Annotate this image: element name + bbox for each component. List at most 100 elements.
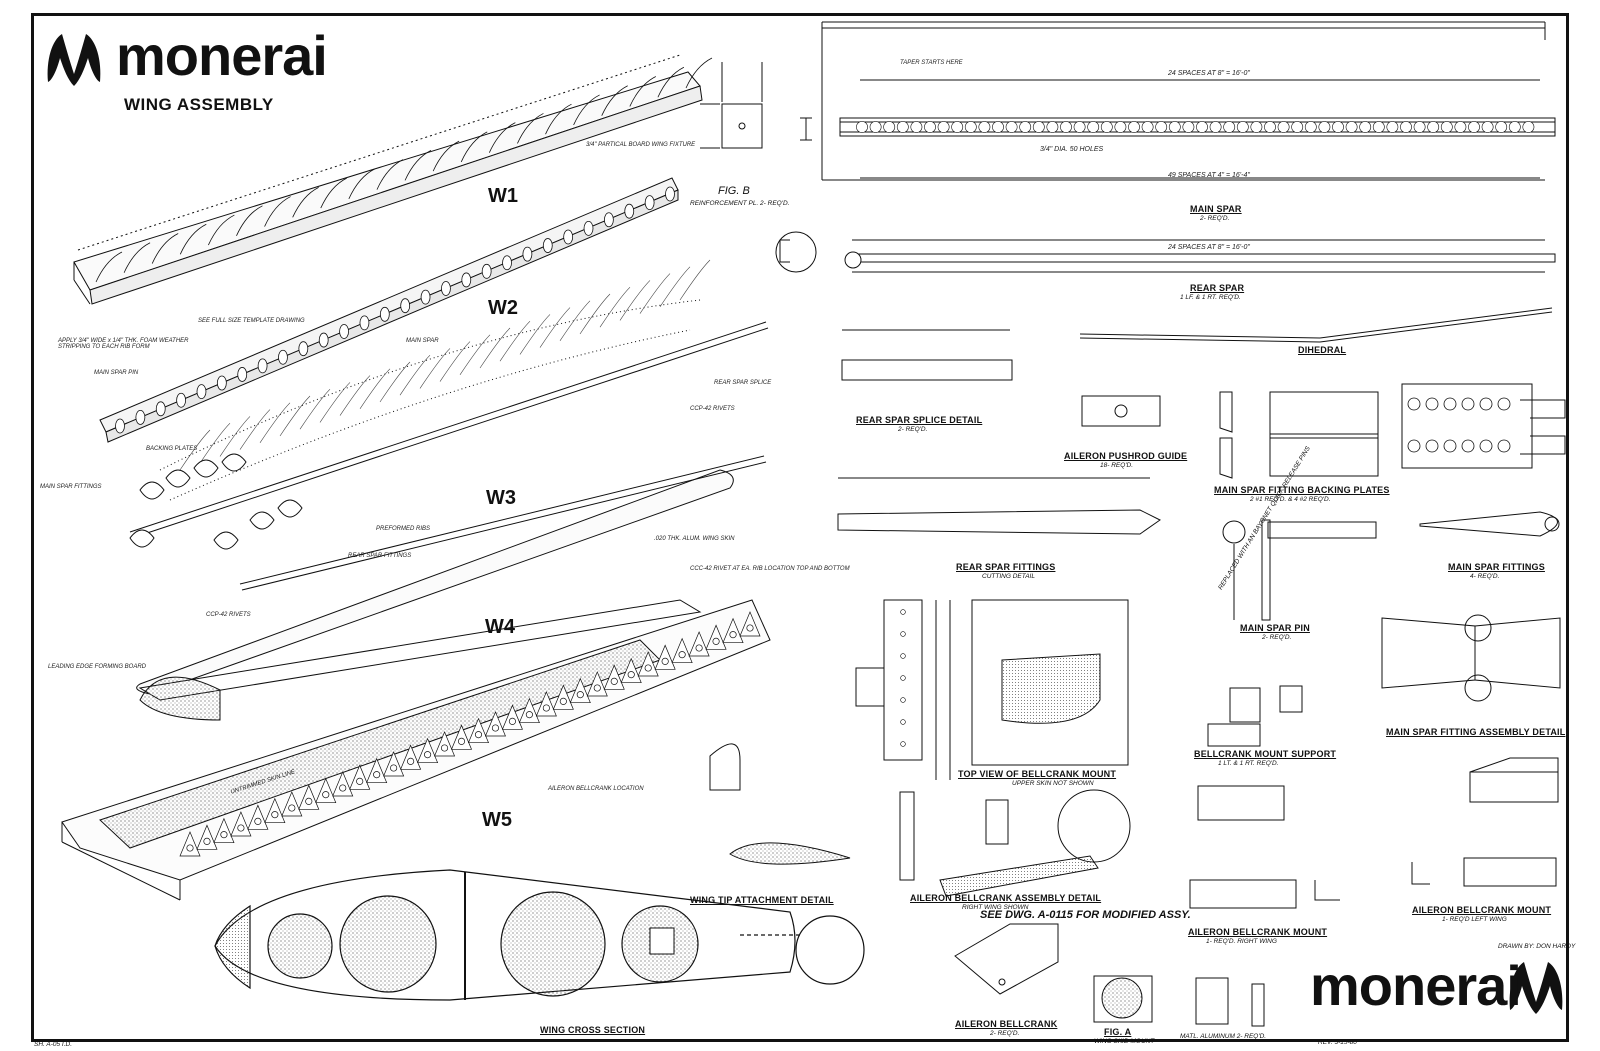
note-weather-stripping: APPLY 3/4" WIDE x 1/4" THK. FOAM WEATHER…	[58, 338, 189, 350]
lightening-hole	[216, 375, 227, 391]
caption-main-spar-fitting-assembly: MAIN SPAR FITTING ASSEMBLY DETAIL	[1386, 727, 1566, 737]
rib-bay-hole	[322, 791, 330, 799]
lightening-hole	[257, 358, 268, 374]
rib-form	[179, 223, 207, 255]
caption-rear-spar-qty: 1 LF. & 1 RT. REQ'D.	[1180, 294, 1241, 301]
spar-hole	[1440, 121, 1453, 133]
rib-bay	[247, 804, 269, 830]
caption-backing-plates-qty: 2 #1 REQ'D. & 4 #2 REQ'D.	[1250, 496, 1331, 503]
rib-bay-hole	[203, 837, 211, 845]
rib-bay-hole	[491, 724, 500, 732]
material-note: MATL. ALUMINUM 2- REQ'D.	[1180, 1033, 1267, 1040]
lightening-hole	[583, 220, 594, 236]
lightening-hole	[359, 315, 370, 331]
sheet-id: SH. A-05 I.D.	[34, 1041, 73, 1048]
backing-plate	[249, 511, 275, 530]
spar-hole	[1291, 121, 1304, 133]
rib-bay-hole	[610, 677, 618, 685]
wing-section-label-w3: W3	[486, 487, 516, 509]
preformed-rib	[499, 320, 531, 362]
aileron-pushrod-guide-drawing	[1081, 395, 1161, 427]
rib-bay-hole	[746, 624, 754, 632]
spar-hole	[924, 121, 936, 133]
spar-hole	[1196, 121, 1208, 133]
preformed-rib	[519, 314, 551, 355]
main-spar-elevation	[821, 21, 1556, 181]
note-main-spar-fittings: MAIN SPAR FITTINGS	[40, 484, 102, 490]
rib-bay-hole	[339, 784, 347, 792]
fitting-hole	[1443, 439, 1457, 453]
caption-fig-b: FIG. B	[718, 185, 750, 197]
main-spar-pin-drawing	[1222, 519, 1377, 621]
rib-bay	[230, 811, 252, 837]
lightening-hole	[644, 195, 655, 210]
rib-bay	[298, 784, 320, 810]
rib-bay	[467, 717, 490, 744]
spar-hole	[1046, 121, 1059, 133]
spar-hole	[869, 121, 882, 133]
backing-plate	[165, 469, 191, 488]
fitting-hole	[1497, 397, 1511, 411]
rib-bay-hole	[678, 651, 686, 659]
caption-rear-spar: REAR SPAR	[1190, 283, 1245, 293]
rear-spar-splice-drawing	[841, 329, 1013, 381]
caption-wing-tip-attachment: WING TIP ATTACHMENT DETAIL	[690, 895, 834, 905]
lightening-hole	[135, 410, 146, 425]
rib-bay	[501, 704, 523, 730]
caption-main-spar-qty: 2- REQ'D.	[1200, 215, 1230, 222]
caption-main-spar-pin-qty: 2- REQ'D.	[1262, 634, 1292, 641]
fitting-hole	[1461, 439, 1475, 453]
spar-hole	[1100, 121, 1113, 133]
rib-bay-hole	[559, 697, 567, 705]
rib-form	[460, 131, 488, 163]
rib-bay	[400, 744, 422, 770]
caption-backing-plates: MAIN SPAR FITTING BACKING PLATES	[1214, 485, 1390, 495]
note-ccp42-rivets-upper: CCP-42 RIVETS	[690, 406, 735, 412]
preformed-rib	[279, 395, 311, 437]
lightening-hole	[237, 367, 248, 382]
spar-hole	[1032, 121, 1045, 133]
rivet	[900, 653, 906, 659]
lightening-hole	[461, 272, 472, 288]
note-main-spar: MAIN SPAR	[406, 338, 439, 344]
rib-bay	[179, 831, 201, 857]
note-bellcrank-location: AILERON BELLCRANK LOCATION	[548, 786, 644, 792]
caption-aileron-bellcrank-qty: 2- REQ'D.	[990, 1030, 1020, 1037]
w3-spar-fittings	[129, 453, 303, 550]
aileron-bellcrank-mount-drawing	[1189, 757, 1559, 909]
caption-rear-spar-splice-qty: 2- REQ'D.	[898, 426, 928, 433]
lightening-hole	[318, 332, 329, 348]
aileron-bellcrank-plate-drawing	[954, 923, 1059, 995]
note-rear-spar-fittings: REAR SPAR FITTINGS	[348, 553, 412, 559]
rib-bay	[518, 697, 540, 724]
caption-aileron-bellcrank-mount-right: AILERON BELLCRANK MOUNT	[1188, 927, 1328, 937]
main-spar-fitting-drawing	[1401, 383, 1566, 537]
wing-tip-attachment-drawing	[709, 743, 851, 865]
preformed-rib	[659, 266, 691, 307]
rib-form	[629, 76, 656, 107]
spar-hole	[1468, 121, 1480, 133]
rear-spar-fittings-drawing	[837, 477, 1161, 535]
rib-bay-hole	[186, 844, 194, 852]
rib-bay	[722, 617, 744, 644]
rib-bay-hole	[695, 644, 703, 652]
top-view-bellcrank-drawing	[855, 599, 1129, 780]
w3-preformed-ribs	[179, 259, 711, 471]
leading-edge-skin	[136, 455, 767, 695]
spar-hole	[1019, 121, 1032, 133]
spar-hole	[992, 121, 1004, 133]
spar-hole	[1141, 121, 1154, 133]
fitting-hole	[1425, 439, 1439, 453]
rear-spar-elevation	[775, 231, 1556, 273]
preformed-rib	[299, 388, 331, 430]
preformed-rib	[179, 429, 211, 471]
note-wing-skin: .020 THK. ALUM. WING SKIN	[654, 536, 735, 542]
caption-bellcrank-mount-support: BELLCRANK MOUNT SUPPORT	[1194, 749, 1337, 759]
rib-form	[601, 85, 628, 116]
spar-hole	[856, 121, 868, 133]
wing-section-label-w4: W4	[485, 616, 515, 638]
spar-hole	[1236, 121, 1249, 133]
main-spar-holes	[856, 121, 1535, 133]
rib-bay-hole	[542, 704, 550, 712]
